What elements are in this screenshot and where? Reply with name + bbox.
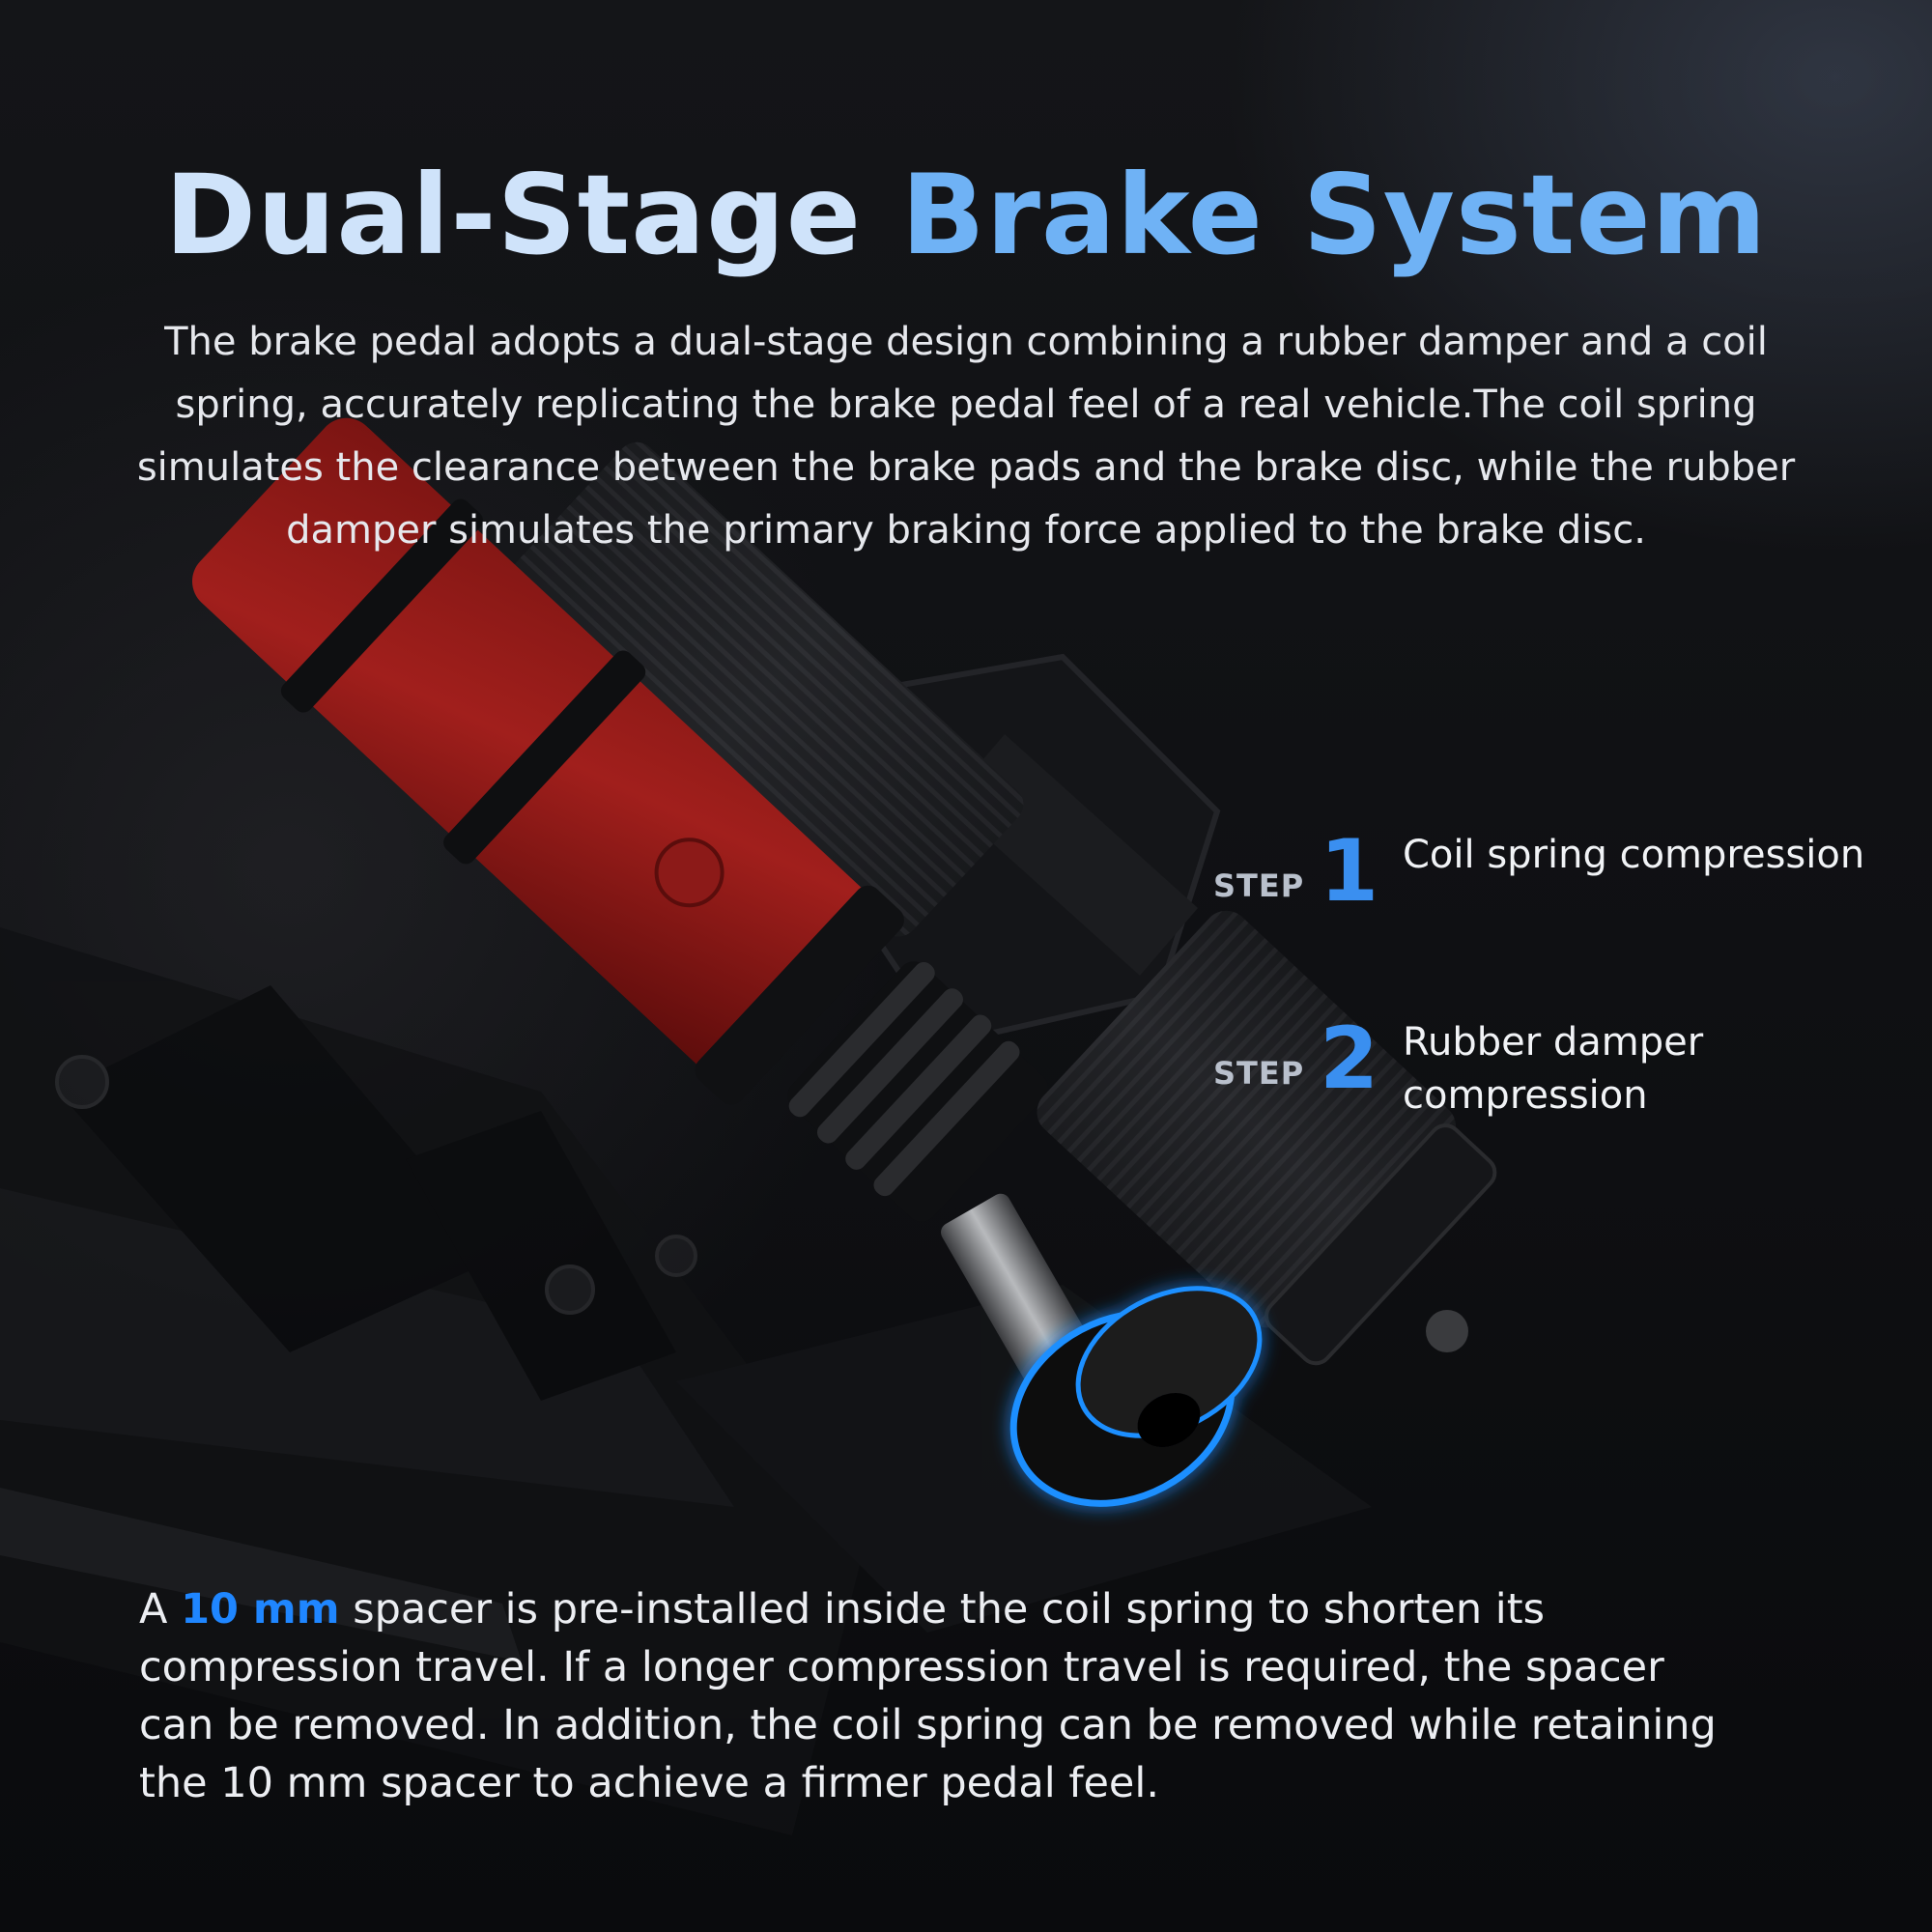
intro-paragraph: The brake pedal adopts a dual-stage desi… (136, 320, 1796, 553)
title-part-primary: Dual-Stage (164, 151, 863, 279)
note-highlight: 10 mm (181, 1585, 340, 1634)
page-title: Dual-Stage Brake System (0, 153, 1932, 278)
title-part-accent: Brake System (900, 151, 1768, 279)
step-2-number: 2 (1320, 1009, 1379, 1108)
rubber-damper (192, 417, 904, 1105)
threaded-rod (511, 441, 1024, 937)
frame-plates (0, 927, 1372, 1835)
coil-spring (787, 961, 1048, 1222)
step-2: STEP 2 Rubber damper compression (1208, 1010, 1884, 1132)
step-1: STEP 1 Coil spring compression (1208, 823, 1884, 945)
adjuster-knob-center (1426, 1310, 1468, 1352)
step-2-label: STEP (1213, 1055, 1305, 1092)
step-1-number: 1 (1320, 821, 1379, 921)
step-2-description: Rubber damper compression (1403, 1020, 1704, 1118)
spacer-note: A 10 mm spacer is pre-installed inside t… (139, 1580, 1723, 1812)
note-prefix: A (139, 1585, 168, 1634)
note-text: spacer is pre-installed inside the coil … (139, 1585, 1717, 1807)
step-1-label: STEP (1213, 867, 1305, 904)
step-1-description: Coil spring compression (1403, 833, 1865, 877)
spacer-10mm (1009, 1286, 1263, 1507)
adjuster-cylinder (1037, 910, 1497, 1366)
